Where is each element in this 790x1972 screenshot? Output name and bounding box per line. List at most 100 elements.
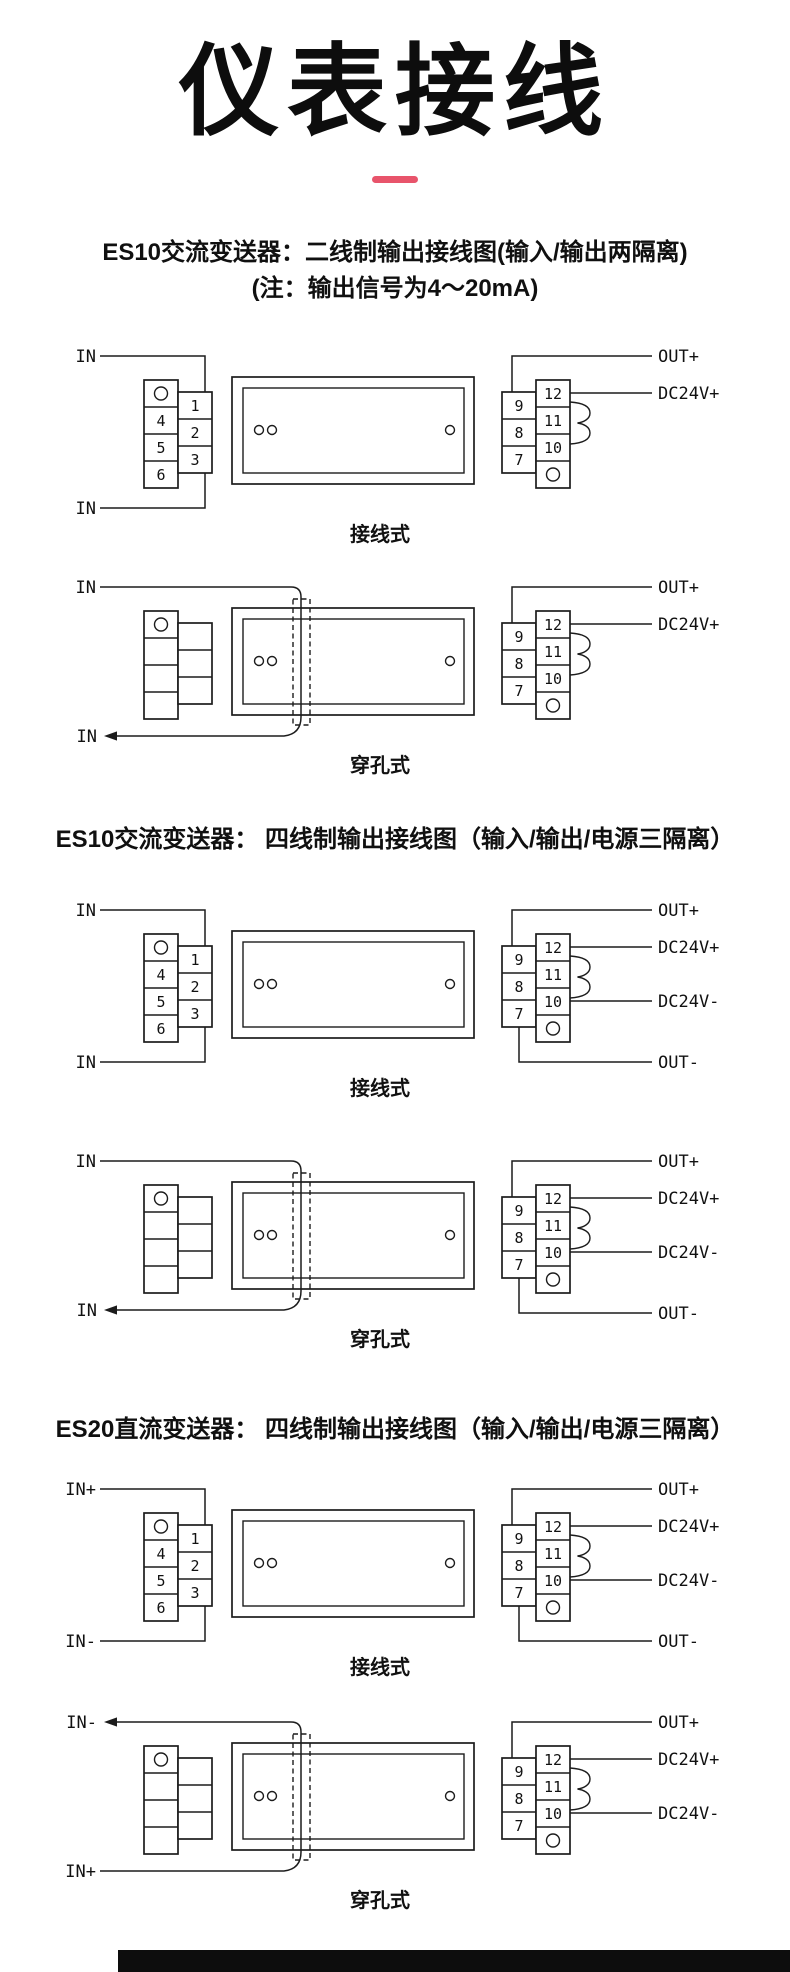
label-out-plus: OUT+: [658, 1480, 699, 1500]
diagram-caption: 接线式: [350, 1655, 410, 1679]
diagram-caption: 穿孔式: [350, 1327, 410, 1351]
device-body: [231, 1181, 475, 1291]
right-outer-terminal-block: 12 11 10: [535, 1511, 571, 1622]
label-in-bottom: IN: [77, 727, 97, 747]
terminal-number: 10: [544, 670, 562, 688]
section-heading: ES10交流变送器：二线制输出接线图(输入/输出两隔离): [102, 239, 688, 266]
right-outer-terminal-block: 12 11 10: [535, 1744, 571, 1855]
left-outer-terminal-block: 4 5 6: [143, 933, 179, 1044]
diagram-es10-4wire-through-type: 9 8 7 12 11 10: [76, 1152, 720, 1351]
out-plus-wire: [511, 355, 652, 392]
input-wire-bottom: [100, 472, 206, 509]
indicator-hole-icon: [266, 1790, 278, 1801]
din-rail-clip: [569, 1766, 591, 1811]
terminal-number: 2: [190, 978, 199, 996]
label-in-top: IN+: [65, 1480, 96, 1500]
input-wire-top: [100, 1487, 206, 1525]
terminal-number: 5: [156, 1572, 165, 1590]
terminal-number: 12: [544, 939, 562, 957]
indicator-hole-icon: [444, 424, 456, 435]
right-outer-terminal-block: 12 11 10: [535, 933, 571, 1044]
mounting-screw-icon: [153, 940, 169, 955]
mounting-screw-icon: [153, 386, 169, 401]
terminal-number: 1: [190, 1530, 199, 1548]
label-dc24v-minus: DC24V-: [658, 1571, 719, 1591]
terminal-number: 7: [514, 1256, 523, 1274]
right-inner-terminal-block: 9 8 7: [501, 1756, 537, 1840]
terminal-number: 9: [514, 951, 523, 969]
terminal-number: 3: [190, 1005, 199, 1023]
terminal-number: 2: [190, 1557, 199, 1575]
through-wire: [100, 1720, 302, 1872]
device-body: [231, 606, 475, 716]
section-heading: ES20直流变送器： 四线制输出接线图（输入/输出/电源三隔离）: [55, 1416, 735, 1444]
label-dc24v-plus: DC24V+: [658, 384, 719, 404]
out-plus-wire: [511, 586, 652, 623]
terminal-number: 11: [544, 1778, 562, 1796]
terminal-number: 9: [514, 397, 523, 415]
terminal-number: 6: [156, 466, 165, 484]
right-inner-terminal-block: 9 8 7: [501, 390, 537, 474]
din-rail-clip: [569, 1206, 591, 1250]
input-wire-top: [100, 355, 206, 392]
indicator-hole-icon: [266, 424, 278, 435]
label-out-plus: OUT+: [658, 1152, 699, 1172]
out-minus-wire: [518, 1605, 652, 1642]
section-es10-2wire: ES10交流变送器：二线制输出接线图(输入/输出两隔离) (注：输出信号为4～2…: [0, 237, 790, 778]
terminal-number: 5: [156, 993, 165, 1011]
label-dc24v-minus: DC24V-: [658, 1804, 719, 1824]
label-in-top: IN-: [66, 1713, 97, 1733]
terminal-number: 6: [156, 1599, 165, 1617]
left-outer-terminal-block: 4 5 6: [143, 378, 179, 489]
indicator-hole-icon: [253, 424, 265, 435]
page-title: 仪表接线: [179, 36, 611, 148]
label-out-minus: OUT-: [658, 1053, 699, 1073]
label-out-minus: OUT-: [658, 1304, 699, 1324]
input-wire-bottom: [100, 1605, 206, 1642]
terminal-number: 8: [514, 1790, 523, 1808]
wires: [100, 355, 652, 509]
out-plus-wire: [511, 1720, 652, 1758]
indicator-hole-icon: [253, 1790, 265, 1801]
wires: [100, 1720, 652, 1872]
terminal-number: 8: [514, 424, 523, 442]
label-out-minus: OUT-: [658, 1632, 699, 1652]
next-section-divider-bar: [118, 1950, 790, 1972]
left-inner-terminal-block: [177, 1196, 213, 1280]
terminal-number: 10: [544, 439, 562, 457]
terminal-number: 12: [544, 1518, 562, 1536]
indicator-hole-icon: [444, 978, 456, 990]
terminal-number: 9: [514, 1763, 523, 1781]
terminal-number: 8: [514, 1229, 523, 1247]
indicator-hole-icon: [444, 655, 456, 666]
input-wire-top: [100, 909, 206, 947]
device-body: [231, 1741, 475, 1851]
out-minus-wire: [518, 1027, 652, 1063]
diagram-caption: 接线式: [350, 1076, 410, 1100]
mounting-screw-icon: [545, 698, 561, 713]
label-in-bottom: IN: [76, 1053, 96, 1073]
label-dc24v-plus: DC24V+: [658, 1189, 719, 1209]
left-inner-terminal-block: [177, 1756, 213, 1840]
section-heading: ES10交流变送器： 四线制输出接线图（输入/输出/电源三隔离）: [55, 825, 735, 853]
indicator-hole-icon: [266, 978, 278, 990]
section-es10-4wire: ES10交流变送器： 四线制输出接线图（输入/输出/电源三隔离） 4 5 6: [0, 824, 790, 1352]
terminal-number: 11: [544, 643, 562, 661]
indicator-hole-icon: [253, 978, 265, 990]
terminal-number: 8: [514, 978, 523, 996]
label-in-bottom: IN: [77, 1301, 97, 1321]
label-in-bottom: IN: [76, 499, 96, 519]
terminal-number: 9: [514, 1530, 523, 1548]
left-outer-terminal-block: 4 5 6: [143, 1511, 179, 1622]
mounting-screw-icon: [153, 1751, 169, 1767]
indicator-hole-icon: [266, 1557, 278, 1568]
label-dc24v-plus: DC24V+: [658, 1750, 719, 1770]
terminal-number: 2: [190, 424, 199, 442]
mounting-screw-icon: [153, 1191, 169, 1206]
label-in-top: IN: [76, 1152, 96, 1172]
indicator-hole-icon: [253, 1229, 265, 1241]
indicator-hole-icon: [266, 655, 278, 666]
left-outer-terminal-block: [143, 1744, 179, 1855]
right-inner-terminal-block: 9 8 7: [501, 945, 537, 1029]
